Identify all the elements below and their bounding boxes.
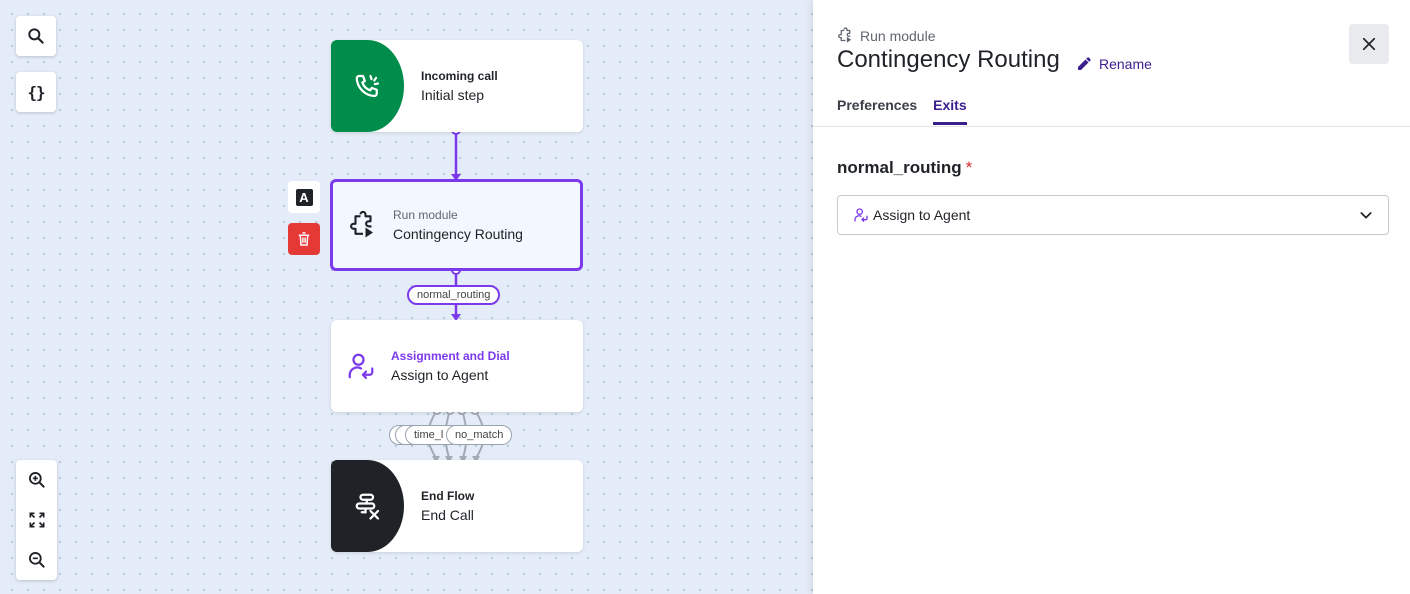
search-button[interactable] bbox=[16, 16, 56, 56]
exit-target-select[interactable]: Assign to Agent bbox=[837, 195, 1389, 235]
properties-panel: Run module Contingency Routing Rename Pr… bbox=[813, 0, 1410, 594]
delete-node-button[interactable] bbox=[288, 223, 320, 255]
assign-agent-icon bbox=[348, 353, 374, 379]
required-mark: * bbox=[965, 158, 973, 177]
node-badge bbox=[331, 40, 404, 132]
pencil-icon bbox=[1078, 57, 1091, 70]
panel-subtitle: Run module bbox=[837, 27, 936, 44]
rename-label: Rename bbox=[1099, 56, 1152, 72]
search-icon bbox=[28, 28, 44, 44]
variables-button[interactable]: {} bbox=[16, 72, 56, 112]
node-badge bbox=[331, 460, 404, 552]
node-name: Assign to Agent bbox=[391, 367, 489, 383]
exit-field-name: normal_routing bbox=[837, 158, 962, 177]
panel-subtitle-text: Run module bbox=[860, 27, 936, 44]
node-run-module[interactable]: Run module Contingency Routing bbox=[330, 179, 583, 271]
fit-view-icon bbox=[29, 512, 44, 528]
end-flow-icon bbox=[355, 493, 379, 520]
chevron-down-icon bbox=[1358, 207, 1374, 223]
close-panel-button[interactable] bbox=[1349, 24, 1389, 64]
tab-exits[interactable]: Exits bbox=[933, 97, 967, 125]
flow-canvas[interactable]: {} bbox=[0, 0, 813, 594]
select-value: Assign to Agent bbox=[873, 207, 971, 223]
node-name: Initial step bbox=[421, 87, 485, 103]
trash-icon bbox=[298, 232, 310, 246]
node-category: Run module bbox=[393, 208, 458, 222]
zoom-in-button[interactable] bbox=[16, 460, 57, 500]
edge-label-normal-routing[interactable]: normal_routing bbox=[407, 285, 501, 305]
node-name: Contingency Routing bbox=[393, 226, 523, 242]
edge-arrows-assign-to-end bbox=[432, 456, 480, 463]
edge-label-no-match[interactable]: no_match bbox=[446, 425, 513, 445]
edge-arrow-1 bbox=[451, 174, 461, 181]
panel-title: Contingency Routing bbox=[837, 46, 1060, 73]
letter-a-icon: A bbox=[295, 188, 313, 206]
zoom-controls bbox=[16, 460, 57, 580]
braces-icon: {} bbox=[27, 82, 45, 102]
node-icon bbox=[331, 351, 391, 381]
node-icon bbox=[333, 210, 393, 240]
exit-field-label: normal_routing* bbox=[837, 158, 972, 178]
zoom-out-button[interactable] bbox=[16, 540, 57, 580]
puzzle-play-icon bbox=[350, 210, 373, 238]
puzzle-play-icon bbox=[838, 27, 852, 43]
annotate-button[interactable]: A bbox=[288, 181, 320, 213]
node-incoming-call[interactable]: Incoming call Initial step bbox=[331, 40, 583, 132]
node-assign-to-agent[interactable]: Assignment and Dial Assign to Agent bbox=[331, 320, 583, 412]
node-category: Incoming call bbox=[421, 69, 498, 83]
assign-agent-icon bbox=[853, 207, 869, 223]
node-end-flow[interactable]: End Flow End Call bbox=[331, 460, 583, 552]
rename-button[interactable]: Rename bbox=[1075, 55, 1152, 73]
fit-view-button[interactable] bbox=[16, 500, 57, 540]
edge-arrow-2 bbox=[451, 314, 461, 321]
node-category: End Flow bbox=[421, 489, 475, 503]
tab-divider bbox=[813, 126, 1410, 127]
node-name: End Call bbox=[421, 507, 474, 523]
phone-incoming-icon bbox=[355, 74, 379, 98]
panel-tabs: Preferences Exits bbox=[837, 97, 967, 125]
zoom-out-icon bbox=[28, 552, 45, 568]
zoom-in-icon bbox=[28, 472, 45, 488]
tab-preferences[interactable]: Preferences bbox=[837, 97, 918, 113]
node-category: Assignment and Dial bbox=[391, 349, 510, 363]
close-icon bbox=[1362, 37, 1376, 51]
